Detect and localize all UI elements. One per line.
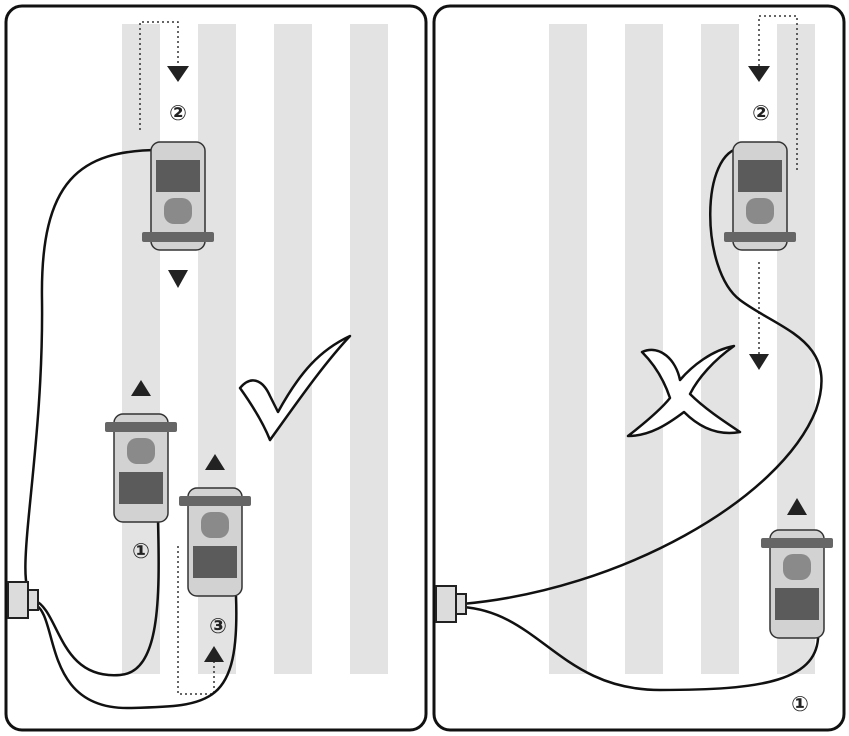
arrow-up-icon <box>131 380 151 396</box>
cable-to-car-3 <box>33 595 238 710</box>
car-2-approach-path <box>758 15 798 170</box>
car-2-left <box>141 141 215 251</box>
car-3-left <box>178 487 252 597</box>
arrow-down-icon <box>749 354 769 370</box>
cable-to-car-2 <box>24 148 161 599</box>
lane-stripe <box>549 24 587 674</box>
car-2-right <box>723 141 797 251</box>
cross-icon <box>626 344 742 438</box>
car-2-number-label: ② <box>752 101 770 125</box>
car-1-right <box>760 529 834 639</box>
left-charging-cables <box>24 148 238 710</box>
car-1-number-label: ① <box>132 539 150 563</box>
lane-stripe <box>274 24 312 674</box>
car-3-number-label: ③ <box>209 614 227 638</box>
lane-stripe <box>350 24 388 674</box>
left-panel: ② ① ③ <box>4 4 428 732</box>
car-1-number-label: ① <box>791 692 809 716</box>
car-2-number-label: ② <box>169 101 187 125</box>
cable-to-car-1 <box>33 519 160 677</box>
left-lane-stripes <box>122 24 388 674</box>
arrow-up-icon <box>787 498 807 515</box>
right-charging-cables <box>461 146 823 692</box>
cable-to-car-2 <box>461 146 823 606</box>
arrow-up-icon <box>204 646 224 662</box>
arrow-down-icon <box>167 66 189 82</box>
arrow-up-icon <box>205 454 225 470</box>
right-panel: ② ① <box>432 4 846 732</box>
car-3-approach-path <box>177 546 215 695</box>
lane-stripe <box>122 24 160 674</box>
car-1-left <box>104 413 178 523</box>
lane-stripe <box>625 24 663 674</box>
arrow-down-icon <box>748 66 770 82</box>
checkmark-icon <box>238 334 352 442</box>
arrow-down-icon <box>168 270 188 288</box>
car-2-approach-path <box>139 21 179 130</box>
cable-to-car-1 <box>461 605 820 692</box>
